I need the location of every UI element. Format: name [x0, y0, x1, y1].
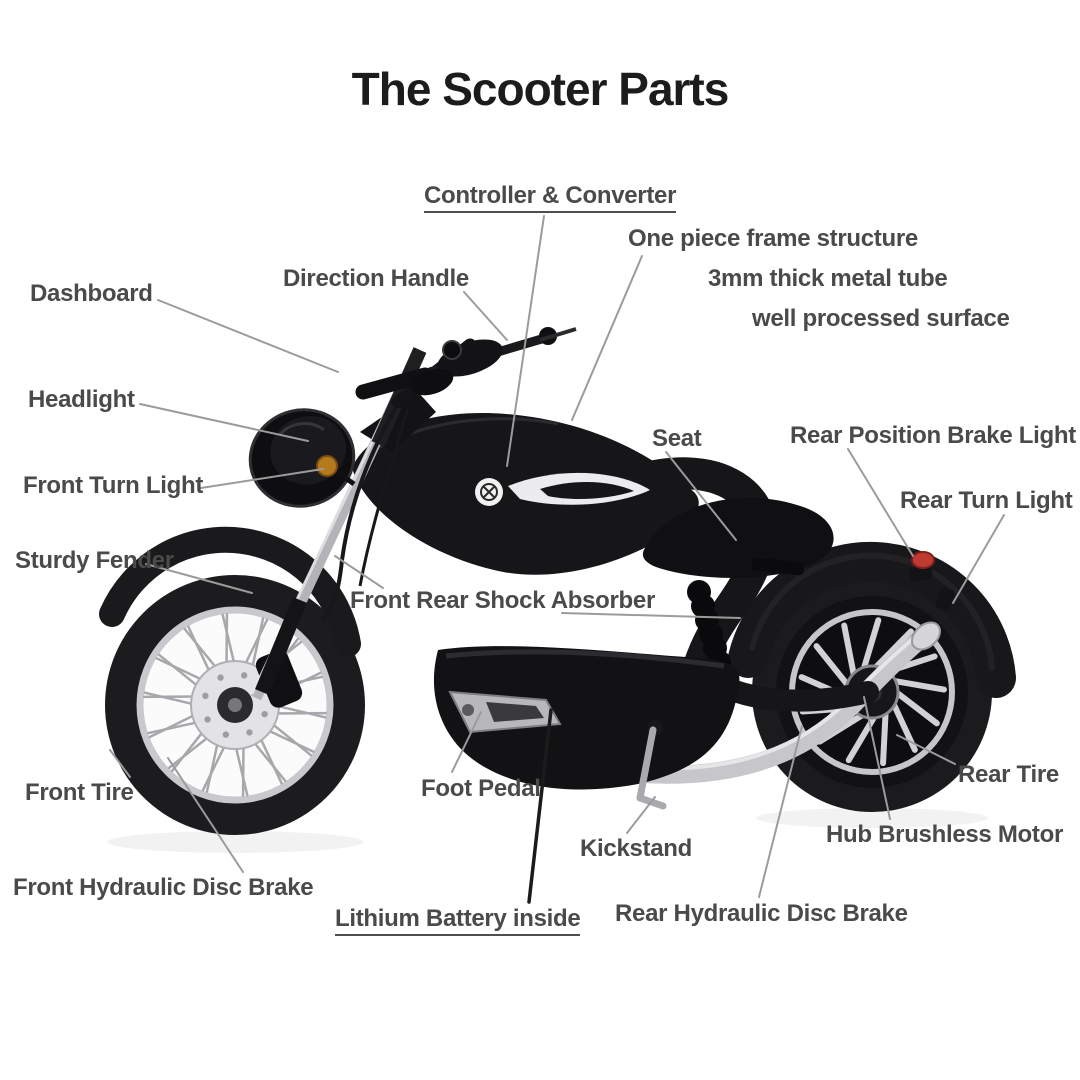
label-seat: Seat: [652, 425, 702, 452]
label-kickstand: Kickstand: [580, 835, 693, 862]
rear-fender: [728, 541, 1016, 698]
leader-kickstand: [626, 796, 656, 834]
leader-shock-rear: [561, 612, 741, 619]
label-headlight: Headlight: [28, 386, 135, 413]
label-rear-turn-light: Rear Turn Light: [900, 487, 1073, 514]
leader-rear-turn-light: [952, 514, 1005, 604]
label-sturdy-fender: Sturdy Fender: [15, 547, 174, 574]
rear-wheel-shadow: [756, 808, 988, 828]
label-foot-pedal: Foot Pedal: [421, 775, 541, 802]
tank-logo-decal: [475, 472, 650, 506]
front-fender: [99, 526, 361, 657]
leader-shock-front: [334, 555, 384, 589]
leader-front-turn-light: [200, 468, 324, 489]
label-dashboard: Dashboard: [30, 280, 153, 307]
front-wheel-shadow: [107, 831, 363, 853]
leader-hub-motor: [863, 696, 891, 820]
label-front-hydraulic-disc-brake: Front Hydraulic Disc Brake: [13, 874, 314, 901]
leader-sturdy-fender: [145, 563, 253, 594]
brake-cables: [320, 399, 410, 622]
label-frame-structure-2: 3mm thick metal tube: [708, 265, 948, 292]
label-frame-structure-1: One piece frame structure: [628, 225, 918, 252]
label-front-turn-light: Front Turn Light: [23, 472, 204, 499]
leader-foot-pedal: [451, 711, 482, 773]
label-rear-tire: Rear Tire: [958, 761, 1059, 788]
left-grip: [355, 367, 433, 400]
dashboard-gauge: [442, 340, 462, 360]
label-direction-handle: Direction Handle: [283, 265, 469, 292]
leader-headlight: [139, 403, 309, 442]
page-title: The Scooter Parts: [351, 63, 730, 115]
leader-rear-brake-light: [847, 448, 914, 557]
label-rear-hydraulic-disc-brake: Rear Hydraulic Disc Brake: [615, 900, 908, 927]
foot-pedal: [448, 690, 562, 734]
label-front-tire: Front Tire: [25, 779, 134, 806]
leader-controller: [506, 215, 545, 467]
label-frame-structure-3: well processed surface: [752, 305, 1010, 332]
exhaust-pipe: [609, 621, 941, 784]
label-front-rear-shock-absorber: Front Rear Shock Absorber: [350, 587, 656, 614]
leader-rear-tire: [896, 734, 956, 765]
front-wheel: [105, 575, 365, 835]
label-controller-converter: Controller & Converter: [424, 183, 676, 213]
label-rear-position-brake-light: Rear Position Brake Light: [790, 422, 1076, 449]
leader-seat: [665, 451, 737, 541]
battery-box: [433, 646, 740, 790]
leader-rear-disc-brake: [758, 725, 803, 898]
rear-turn-light: [935, 587, 955, 611]
front-turn-light: [316, 455, 356, 487]
leader-lines: [109, 215, 1005, 898]
leader-front-disc-brake: [167, 757, 244, 873]
leader-direction-handle: [463, 291, 508, 341]
seat: [642, 497, 834, 578]
handlebar: [355, 327, 577, 409]
tail-light: [909, 551, 935, 582]
leader-lithium-battery: [527, 708, 553, 904]
label-lithium-battery: Lithium Battery inside: [335, 906, 581, 936]
leader-dashboard: [157, 299, 339, 373]
leader-front-tire: [109, 749, 131, 778]
brake-lever: [539, 327, 577, 342]
leader-frame-structure: [571, 255, 643, 421]
label-hub-brushless-motor: Hub Brushless Motor: [826, 821, 1063, 848]
